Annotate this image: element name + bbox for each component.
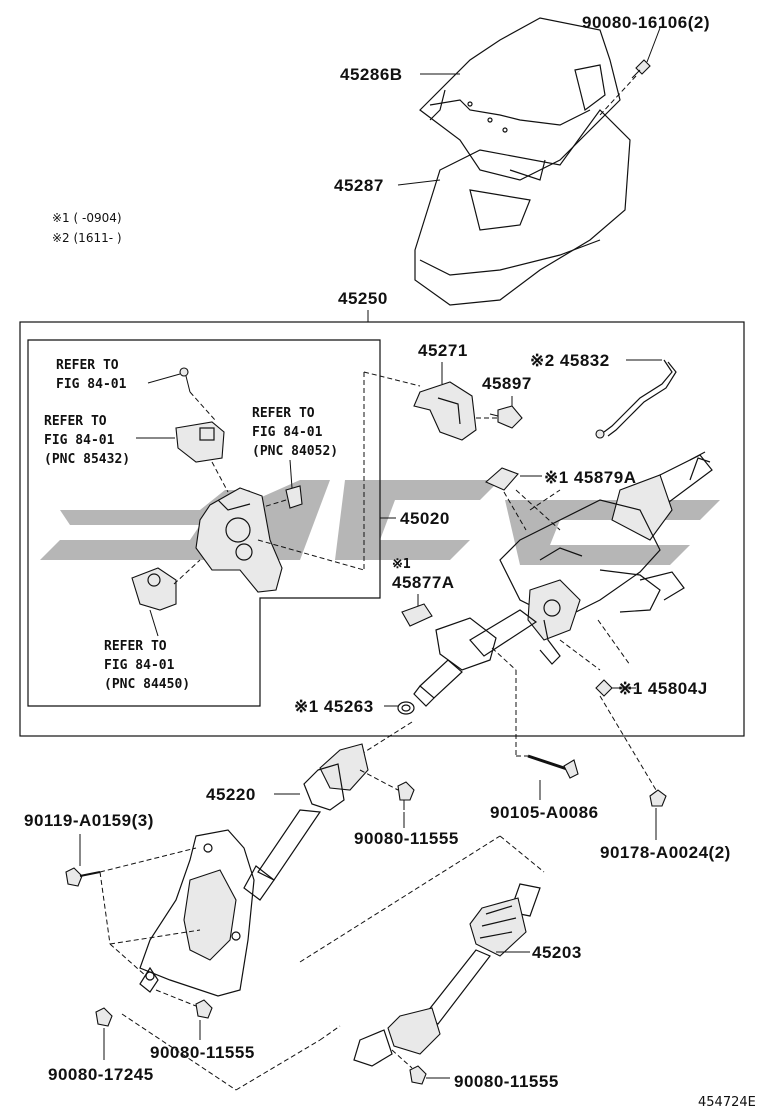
label-90119-A0159: 90119-A0159(3) (24, 811, 154, 830)
column-hole-cover-plate[interactable] (139, 829, 255, 997)
steering-intermediate-shaft-45203[interactable] (353, 883, 541, 1067)
label-45804J: ※1 45804J (618, 679, 708, 698)
label-45897: 45897 (482, 374, 532, 393)
column-nut-90178[interactable] (649, 789, 667, 807)
key-switch-connector[interactable] (285, 485, 303, 509)
label-45879A: ※1 45879A (544, 468, 636, 487)
lock-nut-45804J[interactable] (595, 679, 613, 697)
steering-column-assembly[interactable] (499, 451, 713, 665)
refer-3-line2: FIG 84-01 (252, 425, 323, 440)
assembly-45250-frame (19, 321, 745, 737)
refer-3-line1: REFER TO (252, 406, 315, 421)
refer-1-line2: FIG 84-01 (56, 377, 127, 392)
refer-1-line1: REFER TO (56, 358, 119, 373)
label-45286B: 45286B (340, 65, 403, 84)
seal-ring-45263[interactable] (397, 701, 415, 715)
upper-column-cover[interactable] (419, 17, 621, 181)
key-cylinder-screw[interactable] (179, 367, 191, 393)
transponder-key-amplifier[interactable] (175, 421, 225, 463)
refer-4-line1: REFER TO (104, 639, 167, 654)
assembly-45020-frame (27, 339, 381, 707)
refer-4-line3: (PNC 84450) (104, 677, 190, 692)
intermediate-shaft-45220[interactable] (243, 743, 369, 901)
bolt-90119-A0159[interactable] (65, 867, 101, 887)
label-45020: 45020 (400, 509, 450, 528)
label-45287: 45287 (334, 176, 384, 195)
label-45263: ※1 45263 (294, 697, 374, 716)
key-unlock-warning-switch[interactable] (131, 567, 177, 611)
label-90080-11555-c: 90080-11555 (454, 1072, 559, 1091)
screw-90080-11555-c[interactable] (409, 1065, 427, 1085)
lower-column-cover[interactable] (414, 109, 631, 306)
label-90178-A0024: 90178-A0024(2) (600, 843, 731, 862)
label-90080-16106: 90080-16106(2) (582, 13, 710, 32)
note-1: ※1 ( -0904) (52, 211, 122, 225)
column-spacer-45879A[interactable] (484, 467, 519, 491)
figure-id: 454724E (698, 1095, 756, 1110)
tilt-lever-bolt-45897[interactable] (489, 405, 523, 429)
label-45203: 45203 (532, 943, 582, 962)
column-lower-shaft[interactable] (413, 609, 538, 707)
label-45877A: 45877A (392, 573, 455, 592)
label-45832: ※2 45832 (530, 351, 610, 370)
ignition-switch-housing[interactable] (195, 487, 283, 593)
screw-90080-11555-b[interactable] (195, 999, 213, 1019)
label-90080-17245: 90080-17245 (48, 1065, 154, 1084)
label-90080-11555-a: 90080-11555 (354, 829, 459, 848)
label-45271: 45271 (418, 341, 468, 360)
note-2: ※2 (1611- ) (52, 231, 122, 245)
refer-2-line2: FIG 84-01 (44, 433, 115, 448)
label-90105-A0086: 90105-A0086 (490, 803, 599, 822)
nut-90080-17245[interactable] (95, 1007, 113, 1027)
refer-2-line3: (PNC 85432) (44, 452, 130, 467)
refer-2-line1: REFER TO (44, 414, 107, 429)
label-45250: 45250 (338, 289, 388, 308)
column-bolt-90105[interactable] (527, 754, 579, 779)
shift-lock-cable-45832[interactable] (595, 359, 677, 439)
label-90080-11555-b: 90080-11555 (150, 1043, 255, 1062)
cover-screw[interactable] (631, 59, 651, 79)
refer-3-line3: (PNC 84052) (252, 444, 338, 459)
label-45220: 45220 (206, 785, 256, 804)
screw-90080-11555-a[interactable] (397, 781, 415, 810)
shaft-sleeve-45877A[interactable] (401, 603, 433, 627)
refer-4-line2: FIG 84-01 (104, 658, 175, 673)
column-bracket-45271[interactable] (413, 381, 477, 441)
label-45877A-mark: ※1 (392, 557, 411, 572)
